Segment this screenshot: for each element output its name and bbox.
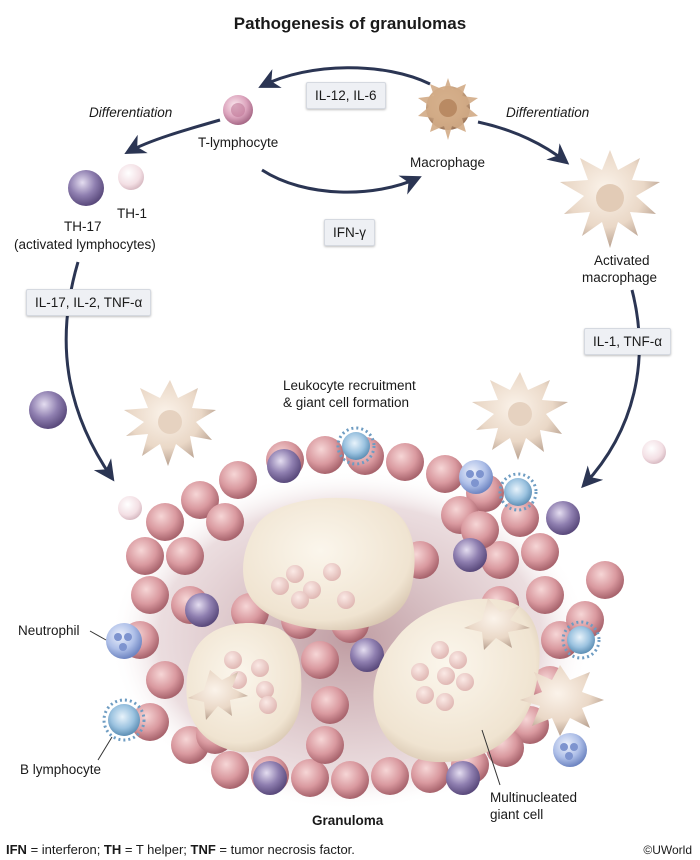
th17-label: TH-17: [64, 219, 102, 234]
macrophage-cell: [418, 78, 478, 140]
giant-cell-leader: [481, 729, 501, 786]
giant-cell-top: [243, 497, 415, 631]
activated-lymphocytes-label: (activated lymphocytes): [14, 237, 156, 252]
granuloma-label: Granuloma: [312, 813, 384, 828]
recruitment-label-2: & giant cell formation: [283, 395, 410, 410]
arrow-tcell-to-th: [124, 118, 221, 155]
tnf-abbr: TNF: [190, 842, 216, 857]
b-lymphocyte-leader: [97, 736, 113, 761]
arrow-tcell-to-macrophage: [261, 168, 422, 195]
recruitment-label-1: Leukocyte recruitment: [283, 378, 416, 393]
giant-cell-label-2: giant cell: [490, 807, 544, 822]
giant-cell-label-1: Multinucleated: [490, 790, 578, 805]
arrow-macrophage-to-activated: [477, 120, 570, 165]
neutrophil-label: Neutrophil: [18, 623, 80, 638]
tnf-def: = tumor necrosis factor.: [215, 842, 355, 857]
b-lymphocyte-cell: [102, 698, 146, 742]
page-title: Pathogenesis of granulomas: [233, 14, 467, 33]
th1-label: TH-1: [117, 206, 147, 221]
th-def: = T helper;: [121, 842, 191, 857]
copyright: ©UWorld: [643, 843, 692, 857]
cytokine-box-il1-tnf: IL-1, TNF-α: [584, 328, 672, 355]
activated-macrophage-cell: [560, 150, 660, 248]
abbreviation-footer: IFN = interferon; TH = T helper; TNF = t…: [6, 842, 355, 857]
th1-cell: [118, 164, 144, 190]
t-lymphocyte-label: T-lymphocyte: [198, 135, 279, 150]
giant-cell-left: [186, 623, 302, 753]
activated-macrophage-label-1: Activated: [594, 253, 650, 268]
neutrophil-cell: [106, 623, 142, 659]
th-abbr: TH: [103, 842, 122, 857]
macrophage-label: Macrophage: [410, 155, 486, 170]
cytokine-box-ifn-gamma: IFN-γ: [324, 219, 375, 246]
differentiation-right-label: Differentiation: [506, 105, 590, 120]
neutrophil-leader: [89, 630, 107, 641]
th17-cell: [68, 170, 104, 206]
activated-macrophage-label-2: macrophage: [582, 270, 658, 285]
arrow-macrophage-to-tcell: [258, 66, 431, 88]
cytokine-box-il12-il6: IL-12, IL-6: [306, 82, 386, 109]
cytokine-box-il17-il2-tnf: IL-17, IL-2, TNF-α: [26, 289, 152, 316]
b-lymphocyte-label: B lymphocyte: [20, 762, 102, 777]
differentiation-left-label: Differentiation: [89, 105, 173, 120]
giant-cell-right: [373, 598, 540, 763]
arrow-activated-to-granuloma: [581, 289, 641, 489]
ifn-def: = interferon;: [26, 842, 104, 857]
ifn-abbr: IFN: [6, 842, 27, 857]
